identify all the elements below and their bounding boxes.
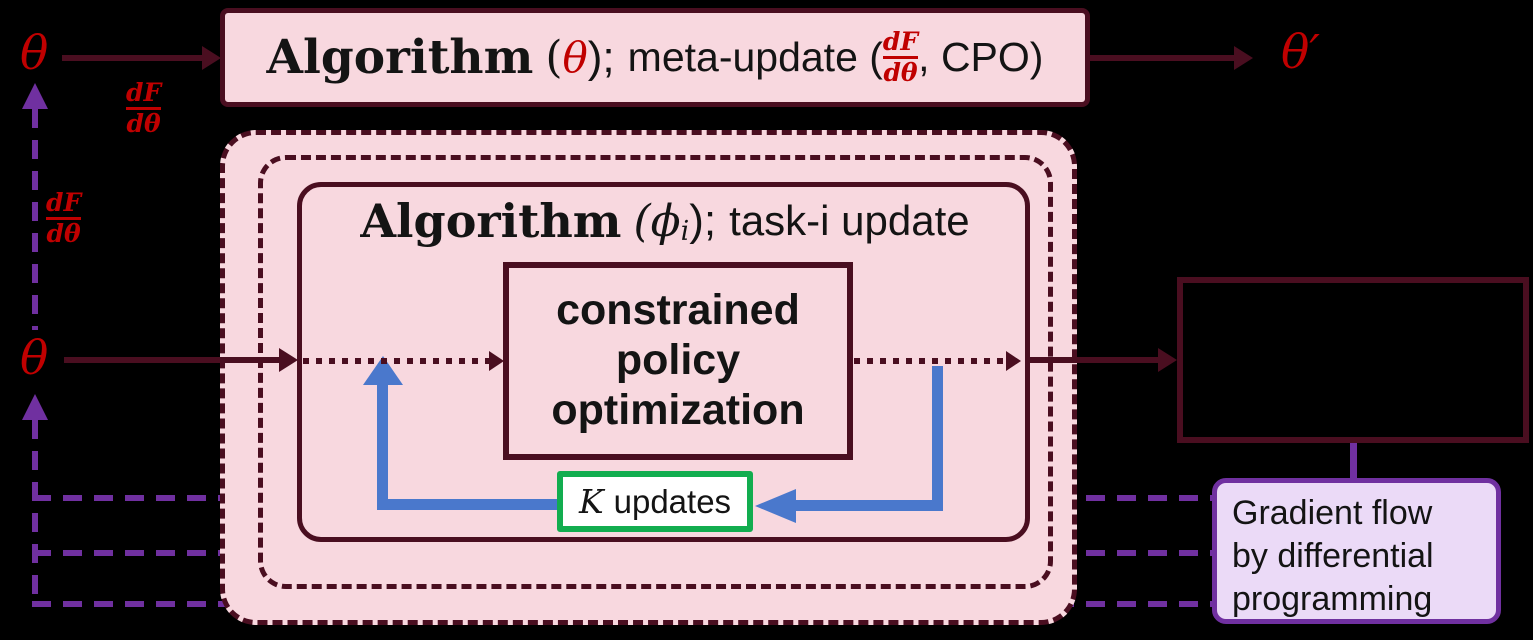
theta-output: θ′: [1281, 25, 1320, 80]
meta-update-label: meta-update (: [627, 34, 883, 80]
theta-input-top: θ: [20, 26, 49, 81]
k-updates-label: updates: [613, 482, 732, 520]
meta-update-box: Algorithm ( θ ); meta-update ( dF dθ , C…: [220, 8, 1090, 107]
fraction-bar: [46, 217, 82, 221]
task-phi-subscript: i: [680, 215, 690, 247]
task-algorithm-title: Algorithm (ϕ i ); task-i update: [305, 194, 1025, 248]
dotted-arrowhead-into-cpo: [489, 351, 504, 371]
gradient-flow-line-1: Gradient flow: [1232, 494, 1433, 532]
loop-right-vertical: [932, 366, 943, 511]
theta-input-mid: θ: [20, 331, 49, 386]
task-region-dashed-box: [258, 155, 1053, 589]
task-phi-close: );: [689, 196, 717, 245]
dotted-line-into-cpo: [303, 358, 489, 364]
gradient-fraction-side-denominator: dθ: [46, 219, 81, 249]
gradient-fraction-top: dF dθ: [126, 78, 162, 139]
meta-fraction-denominator: dθ: [883, 58, 918, 87]
gradient-dashed-line-upper-vertical: [32, 109, 38, 330]
k-updates-box: K updates: [557, 471, 753, 532]
task-output-box: [1177, 277, 1529, 443]
loop-arrowhead-left: [755, 489, 796, 523]
theta-top-arrowhead: [202, 46, 221, 70]
cpo-line-1: constrained: [556, 286, 800, 335]
gradient-dashed-line-lower-vertical: [32, 420, 38, 607]
theta-out-arrow-line: [1090, 55, 1235, 61]
task-algorithm-label: Algorithm: [360, 194, 622, 248]
meta-paren-close: );: [587, 32, 615, 82]
task-phi-open: (ϕ: [633, 195, 681, 247]
loop-right-horizontal: [793, 500, 943, 511]
meta-algorithm-label: Algorithm: [266, 30, 534, 85]
meta-update-title: Algorithm ( θ ); meta-update ( dF dθ , C…: [225, 13, 1085, 102]
task-algorithm-box: [297, 182, 1030, 542]
dotted-line-out-of-cpo: [854, 358, 1005, 364]
gradient-fraction-side-numerator: dF: [46, 188, 82, 217]
meta-gradient-fraction: dF dθ: [882, 26, 919, 87]
meta-theta-symbol: θ: [562, 33, 588, 82]
gradient-flow-line-2: by differential: [1232, 536, 1434, 575]
task-update-label: task-i update: [729, 197, 970, 244]
cpo-line-3: optimization: [551, 385, 805, 434]
fraction-bar: [126, 107, 162, 111]
gradient-fraction-top-denominator: dθ: [126, 109, 161, 139]
meta-cpo-suffix: , CPO): [918, 34, 1044, 80]
dotted-arrowhead-out-of-cpo: [1006, 351, 1021, 371]
theta-mid-arrowhead: [279, 348, 298, 372]
theta-out-arrowhead: [1234, 46, 1253, 70]
cpo-line-2: policy: [615, 336, 741, 385]
meta-fraction-numerator: dF: [882, 26, 919, 56]
gradient-arrowhead-to-theta-top: [22, 83, 48, 109]
loop-left-vertical: [377, 383, 388, 510]
fraction-bar: [882, 56, 919, 59]
gradient-flow-line-3: programming: [1232, 579, 1433, 618]
gradient-fraction-top-numerator: dF: [126, 78, 162, 107]
cpo-text: constrained policy optimization: [509, 268, 847, 454]
task-output-arrowhead: [1158, 348, 1177, 372]
meta-paren-open: (: [545, 32, 563, 83]
cpo-box: constrained policy optimization: [503, 262, 853, 460]
gradient-connector-line: [1350, 443, 1357, 479]
loop-left-horizontal: [377, 499, 558, 510]
gradient-fraction-side: dF dθ: [46, 188, 82, 249]
k-symbol: K: [578, 482, 604, 521]
gradient-flow-box: Gradient flow by differential programmin…: [1212, 478, 1501, 624]
theta-top-arrow-line: [62, 55, 203, 61]
gradient-arrowhead-to-theta-mid: [22, 394, 48, 420]
task-output-arrow-line: [1030, 357, 1160, 363]
theta-mid-arrow-line: [64, 357, 281, 363]
